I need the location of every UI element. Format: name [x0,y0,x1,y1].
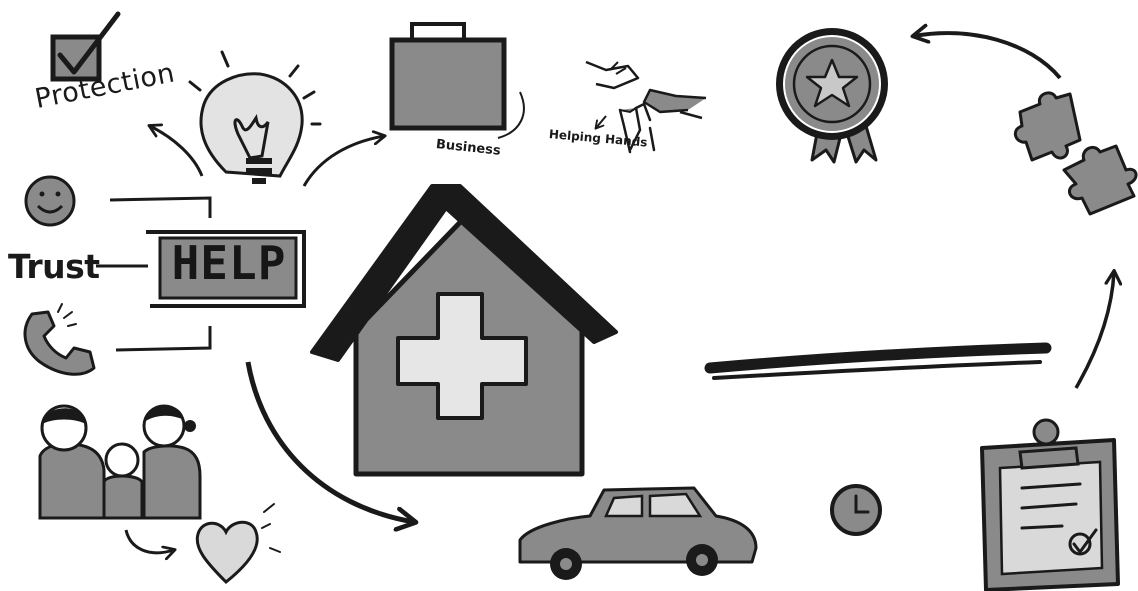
clipboard-icon [982,420,1118,590]
arrow-to-protection [150,126,202,176]
arrow-family-heart [126,530,174,553]
lightbulb-icon [190,52,320,184]
help-label: HELP [163,240,295,286]
line-phone-help [116,326,210,350]
car-icon [520,488,756,580]
line-smiley-help [110,198,210,218]
road-line [710,348,1046,378]
arrow-to-business [304,136,384,186]
heart-icon [197,504,280,582]
clock-icon [832,486,880,534]
trust-label: Trust [8,250,100,283]
briefcase-icon [392,24,524,138]
award-badge-icon [776,28,888,162]
phone-icon [25,304,94,374]
house-icon [312,186,616,474]
puzzle-icon [1015,93,1136,214]
arrow-to-puzzle [1076,272,1114,388]
family-icon [40,405,200,518]
arrow-to-badge [914,33,1060,78]
smiley-icon [26,177,74,225]
